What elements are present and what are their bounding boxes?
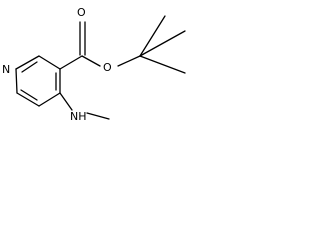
inner-bond-1 bbox=[21, 61, 38, 73]
bond-ring-carbonyl bbox=[59, 55, 83, 70]
bond-tbu-methyl-right bbox=[139, 30, 186, 57]
pyridine-ring bbox=[15, 55, 61, 107]
bond-nh-methyl bbox=[86, 112, 110, 120]
tert-butyl-group bbox=[139, 15, 186, 74]
carbonyl-oxygen-label: O bbox=[77, 6, 86, 19]
ester-group bbox=[59, 21, 141, 70]
bond-ring-nh bbox=[59, 92, 73, 111]
bond-c2-c3 bbox=[16, 92, 40, 107]
inner-bond-3 bbox=[20, 89, 38, 101]
bond-n-c2 bbox=[15, 68, 18, 94]
methylamino-group bbox=[59, 92, 110, 120]
bond-tbu-methyl-up bbox=[139, 15, 166, 57]
bond-carbonyl-ester-o bbox=[81, 55, 101, 67]
ring-nitrogen-label: N bbox=[2, 63, 10, 76]
ester-oxygen-label: O bbox=[103, 61, 112, 74]
amine-nh-label: NH bbox=[70, 110, 87, 123]
bond-ester-o-tbu bbox=[117, 55, 141, 67]
bond-tbu-methyl-down bbox=[139, 55, 186, 74]
molecule-canvas: O O N NH bbox=[0, 0, 220, 148]
structure-diagram: O O N NH bbox=[2, 6, 186, 123]
bond-c6-n bbox=[15, 55, 40, 70]
bond-c3-c4 bbox=[38, 92, 61, 107]
bond-c5-c6 bbox=[38, 55, 61, 70]
